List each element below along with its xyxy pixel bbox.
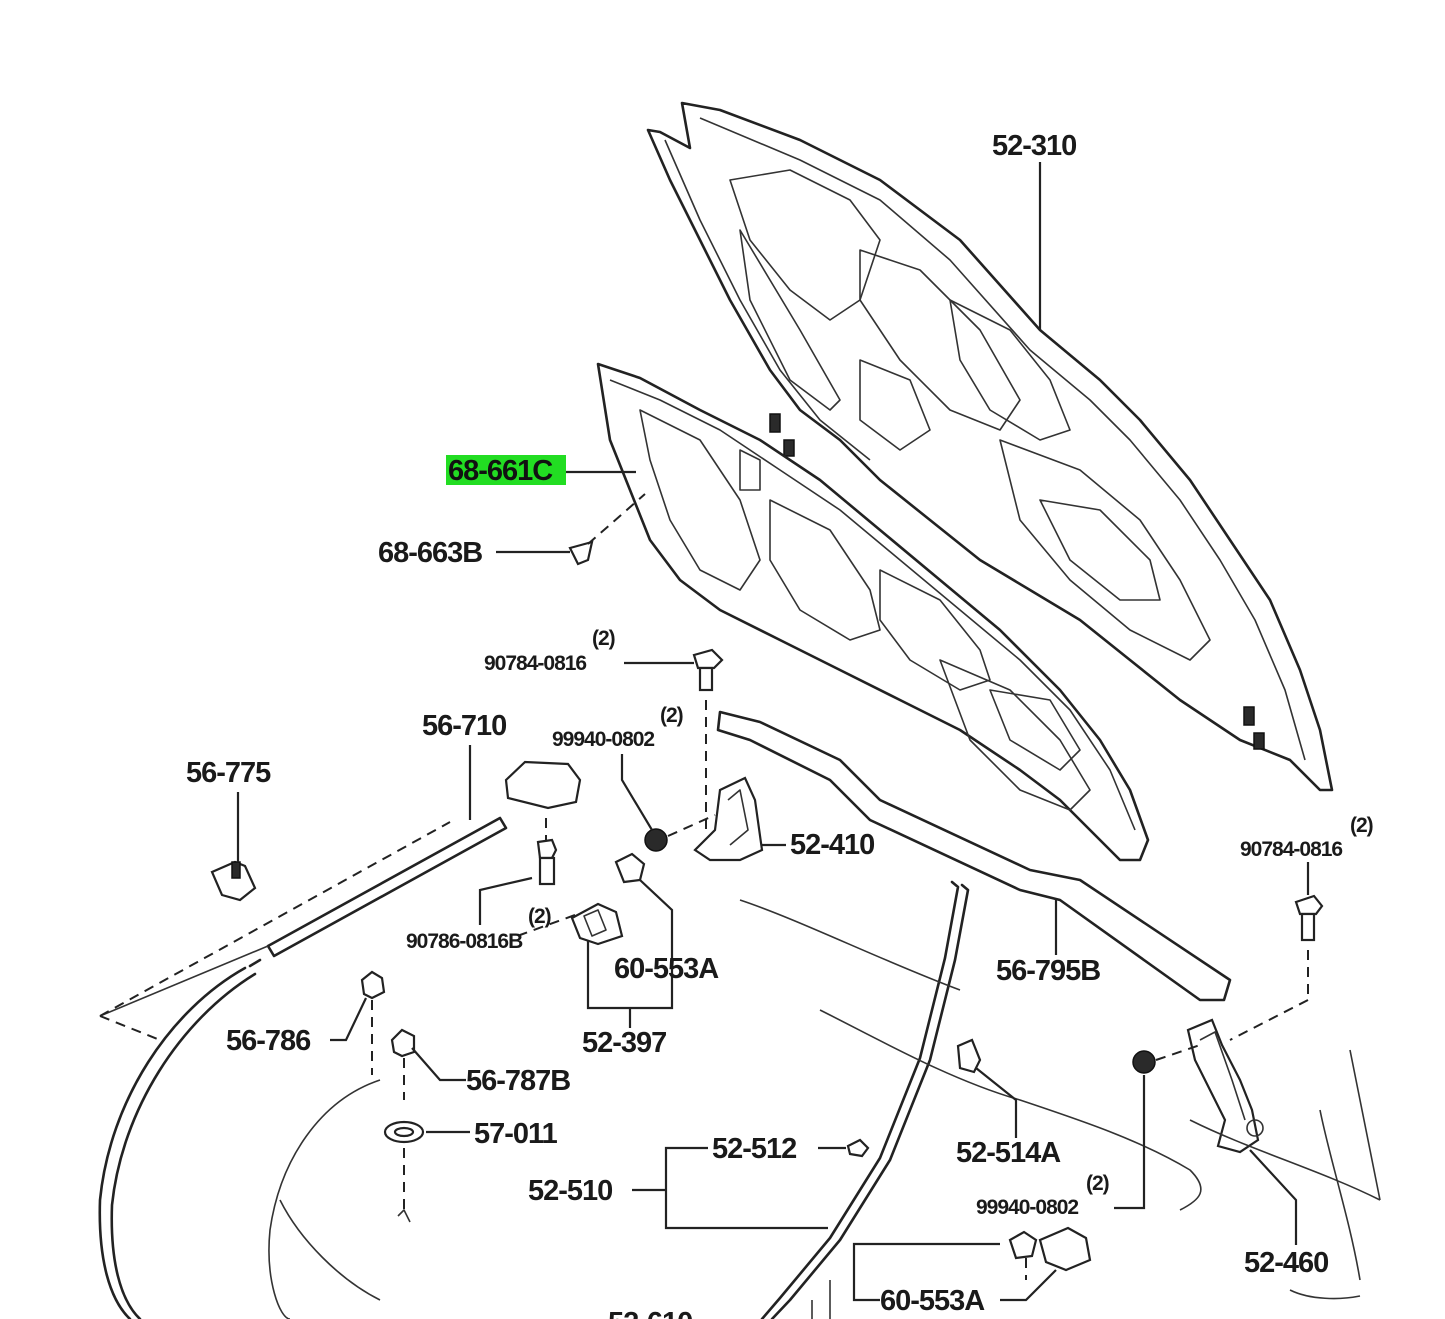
label-52-510: 52-510: [528, 1175, 612, 1207]
label-52-514A: 52-514A: [956, 1137, 1061, 1169]
label-90784-0816-right: 90784-0816: [1240, 838, 1342, 861]
label-57-011: 57-011: [474, 1118, 558, 1150]
cable-clip-514: [956, 1038, 982, 1074]
hood-release-cable: [760, 880, 970, 1319]
hood-bumper-set: [519, 852, 646, 946]
hinge-bolt-right: [1229, 894, 1324, 1041]
label-qty-nut-upper: (2): [660, 704, 683, 727]
label-99940-0802-upper: 99940-0802: [552, 728, 654, 751]
hood-prop-rod: [248, 760, 582, 968]
label-52-410: 52-410: [790, 829, 874, 861]
label-99940-0802-lower: 99940-0802: [976, 1196, 1078, 1219]
label-56-795B: 56-795B: [996, 955, 1100, 987]
label-qty-bolt-bracket: (2): [528, 905, 551, 928]
label-56-786: 56-786: [226, 1025, 311, 1057]
hood-hinge-right: [1186, 1018, 1264, 1154]
label-52-512: 52-512: [712, 1133, 796, 1165]
label-56-775: 56-775: [186, 757, 271, 789]
rod-bracket: [210, 860, 257, 902]
label-52-460: 52-460: [1244, 1247, 1328, 1279]
label-56-787B: 56-787B: [466, 1065, 570, 1097]
label-56-710: 56-710: [422, 710, 506, 742]
hinge-nut-upper: [644, 814, 716, 852]
hinge-bolt-upper: [692, 648, 724, 830]
label-90786-0816B: 90786-0816B: [406, 930, 523, 953]
label-52-610-partial: 52-610: [608, 1307, 692, 1319]
highlight-68-661C: [446, 455, 566, 485]
vehicle-body-outline: [98, 821, 1381, 1319]
label-qty-nut-lower: (2): [1086, 1172, 1109, 1195]
bracket-bolt: [536, 818, 558, 886]
hood-panel: [646, 101, 1334, 792]
label-90784-0816-top: 90784-0816: [484, 652, 586, 675]
hinge-nut-lower: [1132, 1044, 1201, 1074]
hood-seal: [716, 710, 1232, 1002]
hood-hinge-left: [693, 776, 764, 862]
label-qty-bolt-top: (2): [592, 627, 615, 650]
label-68-661C: 68-661C: [448, 455, 553, 487]
label-52-397: 52-397: [582, 1027, 666, 1059]
hood-bumper-lower: [1008, 1226, 1092, 1280]
hood-insulator: [596, 362, 1150, 862]
label-qty-bolt-right: (2): [1350, 814, 1373, 837]
insulator-clip: [568, 493, 646, 566]
label-52-310: 52-310: [992, 130, 1076, 162]
leader-lines: [236, 162, 1310, 1302]
grommets-group: [360, 970, 425, 1223]
label-60-553A-upper: 60-553A: [614, 953, 719, 985]
label-68-663B: 68-663B: [378, 537, 482, 569]
label-60-553A-lower: 60-553A: [880, 1285, 985, 1317]
part-labels: 52-310 68-661C 68-663B (2) 90784-0816 56…: [186, 130, 1374, 1319]
